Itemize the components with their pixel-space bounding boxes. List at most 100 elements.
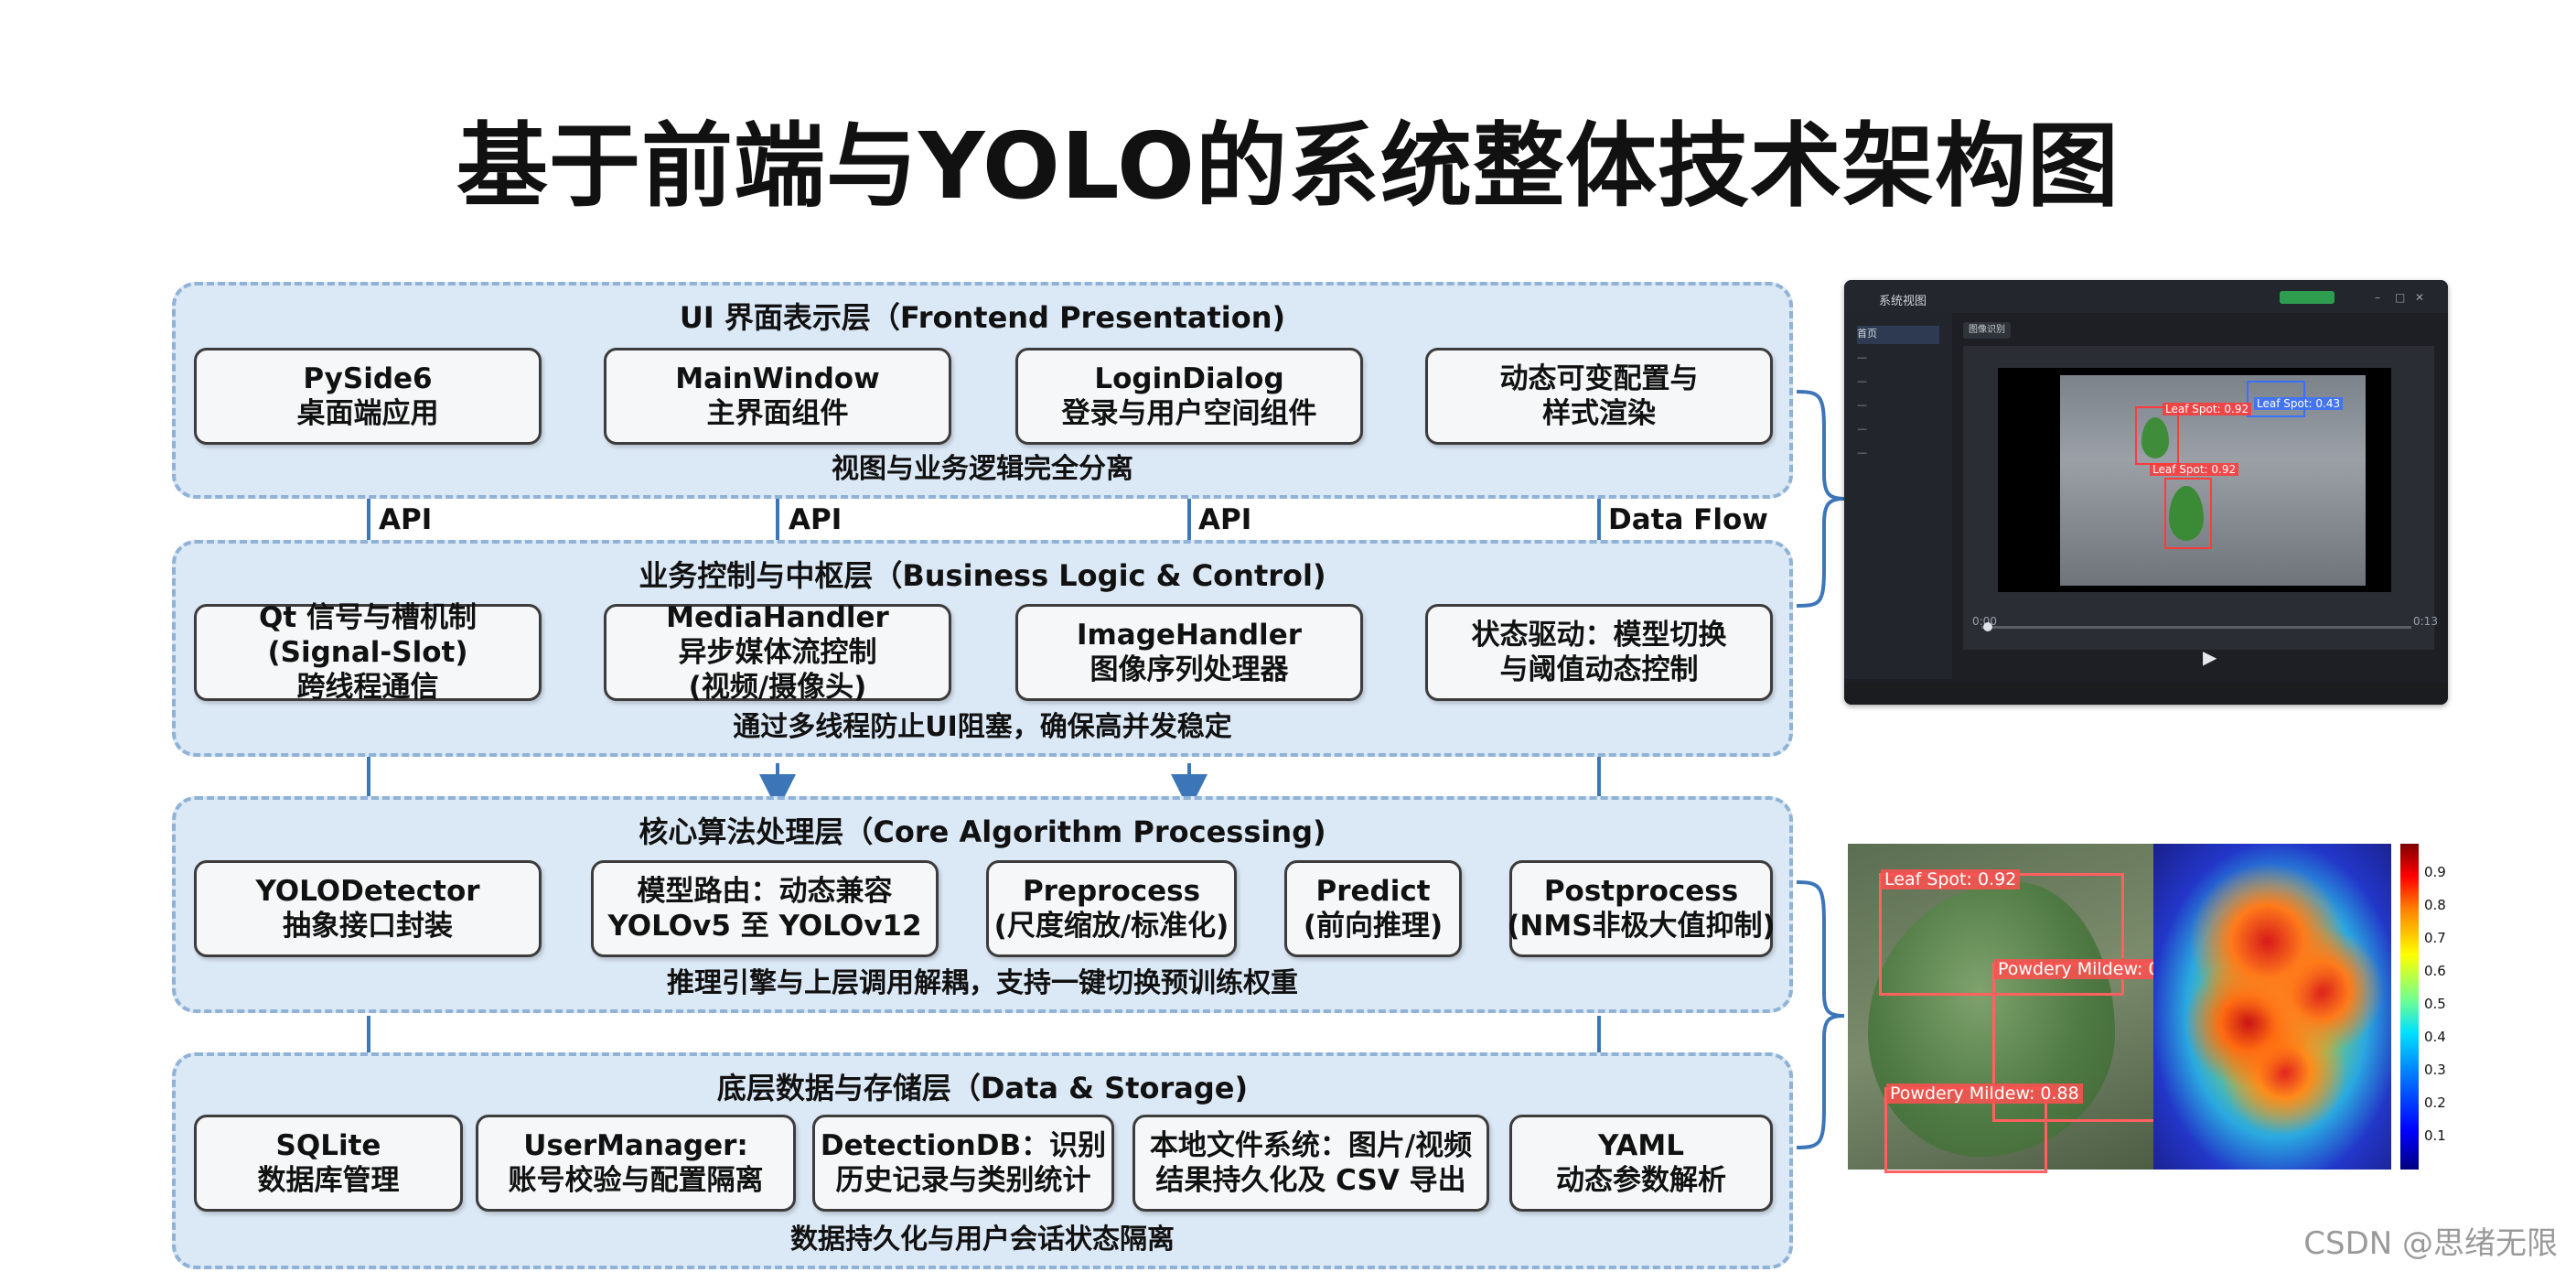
box-predict: Predict (前向推理) bbox=[1284, 860, 1462, 957]
box-qt-signal-slot: Qt 信号与槽机制 (Signal-Slot) 跨线程通信 bbox=[194, 601, 542, 704]
detection-box bbox=[2164, 478, 2212, 549]
app-window-title: 系统视图 bbox=[1879, 295, 1927, 308]
colorbar-tick: 0.3 bbox=[2424, 1062, 2446, 1078]
box-line: 登录与用户空间组件 bbox=[1061, 397, 1317, 430]
box-line: Predict bbox=[1315, 875, 1431, 908]
edge-label-api: API bbox=[379, 503, 433, 536]
layer-title: UI 界面表示层（Frontend Presentation) bbox=[679, 300, 1286, 335]
app-sidebar-item-home: 首页 bbox=[1857, 326, 1939, 344]
app-sidebar-item: — bbox=[1857, 375, 1867, 387]
detection-label: Powdery Mildew: 0.88 bbox=[1994, 959, 2191, 979]
box-line: 跨线程通信 bbox=[296, 671, 439, 704]
app-sidebar bbox=[1844, 313, 1952, 679]
detection-heatmap-figure: Leaf Spot: 0.92 Powdery Mildew: 0.88 Pow… bbox=[1848, 844, 2446, 1173]
box-line: 图像序列处理器 bbox=[1089, 653, 1289, 686]
box-line: YOLOv5 至 YOLOv12 bbox=[607, 910, 922, 943]
box-logindialog: LoginDialog 登录与用户空间组件 bbox=[1015, 348, 1363, 445]
app-tab-image-recognition: 图像识别 bbox=[1963, 322, 2011, 339]
box-line: UserManager: bbox=[523, 1129, 748, 1162]
box-line: (尺度缩放/标准化) bbox=[993, 910, 1229, 943]
layer-caption: 数据持久化与用户会话状态隔离 bbox=[790, 1224, 1175, 1256]
box-line: 历史记录与类别统计 bbox=[835, 1164, 1091, 1197]
layer-caption: 通过多线程防止UI阻塞，确保高并发稳定 bbox=[733, 711, 1232, 743]
colorbar-tick: 0.8 bbox=[2424, 897, 2446, 913]
colorbar-tick: 0.9 bbox=[2424, 864, 2446, 880]
leaf-shape bbox=[2169, 486, 2204, 541]
box-mainwindow: MainWindow 主界面组件 bbox=[604, 348, 951, 445]
app-sidebar-item: — bbox=[1857, 399, 1867, 411]
box-mediahandler: MediaHandler 异步媒体流控制 (视频/摄像头) bbox=[604, 601, 951, 704]
box-line: YAML bbox=[1597, 1129, 1685, 1162]
leaf-shape bbox=[1868, 882, 2115, 1157]
box-line: Preprocess bbox=[1022, 875, 1201, 908]
box-line: 状态驱动：模型切换 bbox=[1471, 619, 1727, 652]
bracket-bottom bbox=[1796, 880, 1845, 1149]
box-postprocess: Postprocess (NMS非极大值抑制) bbox=[1507, 860, 1776, 957]
box-line: DetectionDB：识别 bbox=[820, 1129, 1107, 1162]
detection-label: Leaf Spot: 0.43 bbox=[2254, 397, 2344, 410]
app-sidebar-item: — bbox=[1857, 447, 1867, 458]
leaf-shape bbox=[2141, 417, 2169, 458]
box-line: 数据库管理 bbox=[257, 1164, 400, 1197]
bracket-top bbox=[1796, 390, 1845, 608]
box-line: LoginDialog bbox=[1094, 362, 1284, 395]
box-pyside6: PySide6 桌面端应用 bbox=[194, 348, 542, 445]
box-line: MainWindow bbox=[675, 362, 880, 395]
app-titlebar bbox=[1844, 280, 2448, 313]
app-statusbar bbox=[1844, 683, 2448, 705]
box-line: MediaHandler bbox=[666, 601, 889, 634]
page-title: 基于前端与YOLO的系统整体技术架构图 bbox=[456, 113, 2120, 220]
detection-label: Leaf Spot: 0.92 bbox=[2150, 463, 2239, 476]
box-line: 样式渲染 bbox=[1542, 397, 1656, 430]
colorbar-tick: 0.6 bbox=[2424, 963, 2446, 979]
maximize-icon: □ bbox=[2395, 291, 2406, 304]
box-yaml: YAML 动态参数解析 bbox=[1509, 1115, 1773, 1212]
colorbar-tick: 0.1 bbox=[2424, 1127, 2446, 1144]
box-line: 抽象接口封装 bbox=[283, 910, 453, 943]
box-dynamic-config: 动态可变配置与 样式渲染 bbox=[1425, 348, 1773, 445]
box-line: PySide6 bbox=[303, 362, 433, 395]
close-icon: ✕ bbox=[2415, 291, 2425, 304]
edge-label-api: API bbox=[789, 503, 843, 536]
box-line: ImageHandler bbox=[1076, 619, 1303, 652]
minimize-icon: – bbox=[2375, 291, 2380, 304]
layer-title: 底层数据与存储层（Data & Storage) bbox=[716, 1071, 1249, 1105]
attention-heatmap bbox=[2153, 844, 2391, 1170]
box-line: 与阈值动态控制 bbox=[1499, 653, 1699, 686]
box-line: YOLODetector bbox=[255, 875, 480, 908]
box-usermanager: UserManager: 账号校验与配置隔离 bbox=[476, 1115, 796, 1212]
box-preprocess: Preprocess (尺度缩放/标准化) bbox=[986, 860, 1237, 957]
box-state-driver: 状态驱动：模型切换 与阈值动态控制 bbox=[1425, 604, 1773, 701]
watermark: CSDN @思绪无限 bbox=[2303, 1225, 2558, 1262]
box-line: 账号校验与配置隔离 bbox=[508, 1164, 764, 1197]
box-line: 桌面端应用 bbox=[296, 397, 439, 430]
layer-title: 核心算法处理层（Core Algorithm Processing) bbox=[639, 814, 1326, 849]
heatmap-colorbar bbox=[2400, 844, 2419, 1170]
box-line: Postprocess bbox=[1543, 875, 1739, 908]
box-line: 结果持久化及 CSV 导出 bbox=[1155, 1164, 1466, 1197]
box-line: (NMS非极大值抑制) bbox=[1507, 910, 1776, 943]
colorbar-tick: 0.7 bbox=[2424, 930, 2446, 946]
box-yolodetector: YOLODetector 抽象接口封装 bbox=[194, 860, 542, 957]
colorbar-tick: 0.5 bbox=[2424, 996, 2446, 1012]
box-line: 模型路由：动态兼容 bbox=[637, 875, 893, 908]
box-line: 异步媒体流控制 bbox=[678, 636, 877, 669]
box-line: 动态参数解析 bbox=[1556, 1164, 1726, 1197]
box-line: (前向推理) bbox=[1303, 910, 1444, 943]
box-local-filesystem: 本地文件系统：图片/视频 结果持久化及 CSV 导出 bbox=[1132, 1115, 1489, 1212]
box-line: 动态可变配置与 bbox=[1499, 362, 1699, 395]
box-line: (视频/摄像头) bbox=[688, 671, 867, 704]
edge-label-data-flow: Data Flow bbox=[1608, 503, 1768, 536]
box-model-router: 模型路由：动态兼容 YOLOv5 至 YOLOv12 bbox=[591, 860, 939, 957]
box-line: (Signal-Slot) bbox=[267, 636, 468, 669]
app-sidebar-item: — bbox=[1857, 351, 1867, 363]
box-line: 主界面组件 bbox=[706, 397, 849, 430]
layer-caption: 推理引擎与上层调用解耦，支持一键切换预训练权重 bbox=[667, 967, 1298, 999]
box-detectiondb: DetectionDB：识别 历史记录与类别统计 bbox=[812, 1115, 1114, 1212]
layer-title: 业务控制与中枢层（Business Logic & Control) bbox=[639, 558, 1326, 593]
edge-label-api: API bbox=[1198, 503, 1252, 536]
box-sqlite: SQLite 数据库管理 bbox=[194, 1115, 463, 1212]
app-sidebar-item: — bbox=[1857, 423, 1867, 435]
video-seek-bar bbox=[1981, 626, 2411, 629]
play-icon: ▶ bbox=[2203, 646, 2217, 668]
